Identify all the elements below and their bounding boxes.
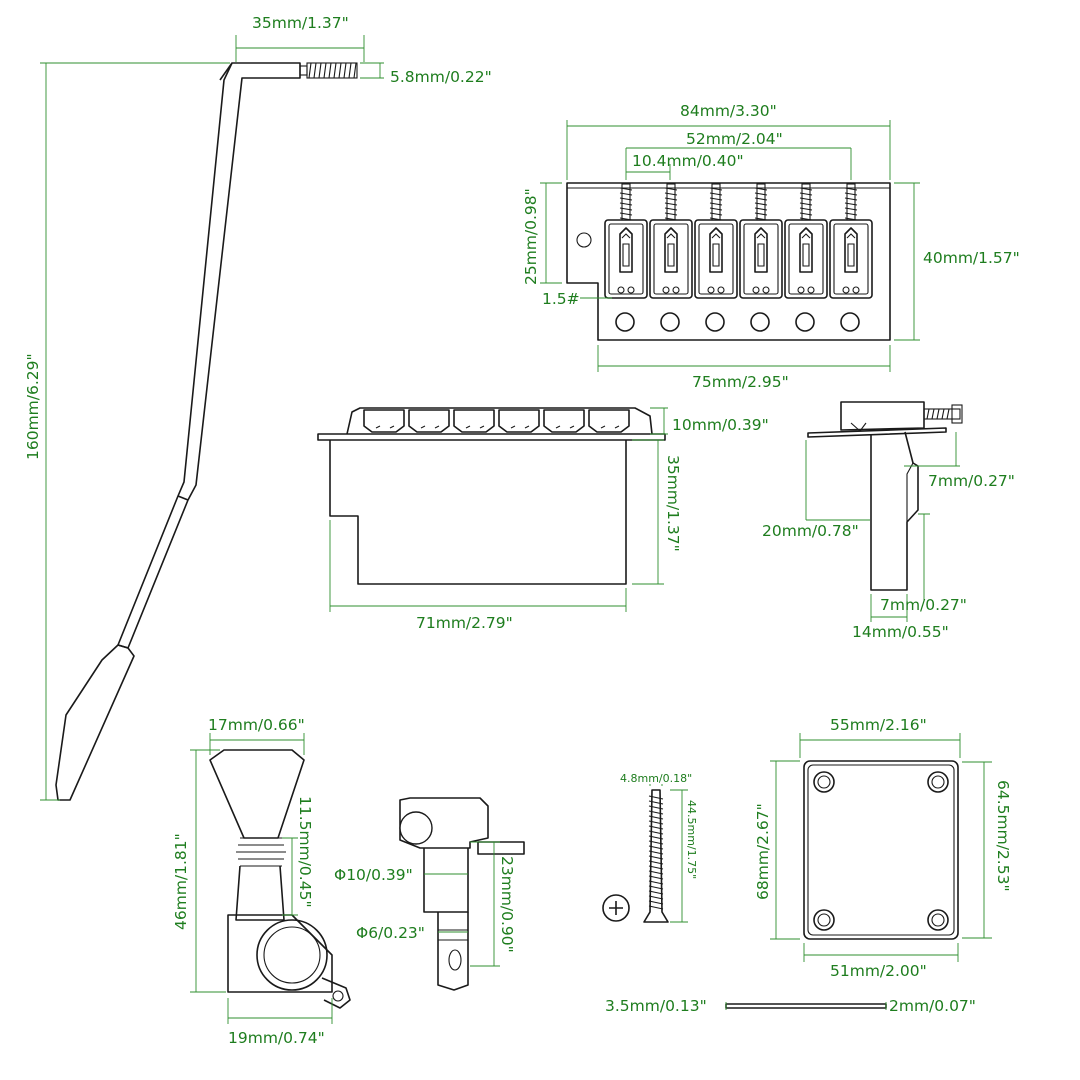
tuner-gear-housing (256, 919, 328, 991)
base-holes (615, 312, 860, 332)
thickness-label: 2mm/0.07" (889, 997, 976, 1015)
front-saddle (408, 409, 450, 433)
bridge-side-view: 7mm/0.27" 20mm/0.78" 7mm/0.27" 14mm/0.55… (762, 401, 1015, 641)
button-height-label: 11.5mm/0.45" (296, 796, 314, 908)
plate-outer-height-label: 68mm/2.67" (754, 803, 772, 900)
front-saddle (498, 409, 540, 433)
mount-hole (576, 232, 592, 248)
tuner-button (209, 749, 305, 839)
saddle-group (604, 183, 873, 299)
plate-hole-width-label: 51mm/2.00" (830, 962, 927, 980)
tuner-post: Φ10/0.39" Φ6/0.23" 23mm/0.90" (334, 797, 525, 991)
front-saddles (363, 409, 630, 433)
gasket-width-label: 3.5mm/0.13" (605, 997, 707, 1015)
arm-thread-label: 5.8mm/0.22" (390, 68, 492, 86)
arm-length-label: 160mm/6.29" (24, 353, 42, 460)
saddle (694, 183, 738, 299)
block-width-label: 71mm/2.79" (416, 614, 513, 632)
saddle (784, 183, 828, 299)
saddle (829, 183, 873, 299)
arm-top-width-label: 35mm/1.37" (252, 14, 349, 32)
tremolo-arm: 35mm/1.37" 5.8mm/0.22" 160mm/6.29" (24, 14, 492, 801)
post-height-label: 23mm/0.90" (498, 856, 516, 953)
post-diameter-label: Φ6/0.23" (356, 924, 425, 942)
block-drop-label: 20mm/0.78" (762, 522, 859, 540)
front-saddle (543, 409, 585, 433)
string-hole (795, 312, 815, 332)
saddle-span-label: 52mm/2.04" (686, 130, 783, 148)
string-hole (615, 312, 635, 332)
saddle-height-label: 10mm/0.39" (672, 416, 769, 434)
front-saddle (453, 409, 495, 433)
bridge-width-label: 84mm/3.30" (680, 102, 777, 120)
front-saddle (363, 409, 405, 433)
neck-plate: 55mm/2.16" 68mm/2.67" 64.5mm/2.53" 51mm/… (754, 716, 1012, 980)
front-saddle (588, 409, 630, 433)
tuner-height-label: 46mm/1.81" (172, 833, 190, 930)
base-width-label-tuner: 19mm/0.74" (228, 1029, 325, 1047)
tuner-side: 17mm/0.66" 11.5mm/0.45" 46mm/1.81" 19mm/… (172, 716, 351, 1047)
arm-thread (299, 62, 358, 79)
bridge-front-view: 10mm/0.39" 35mm/1.37" 71mm/2.79" (317, 407, 769, 632)
screw: 4.8mm/0.18" 44.5mm/1.75" (602, 772, 698, 923)
string-hole (705, 312, 725, 332)
arm-tip (55, 644, 135, 801)
string-hole (750, 312, 770, 332)
screw-offset-label: 7mm/0.27" (928, 472, 1015, 490)
bridge-top-view: 84mm/3.30" 52mm/2.04" 10.4mm/0.40" 25mm/… (522, 102, 1020, 391)
neck-plate-holes (813, 771, 949, 931)
string-spacing-label: 10.4mm/0.40" (632, 152, 744, 170)
base-width-label: 75mm/2.95" (692, 373, 789, 391)
bottom-depth-label: 7mm/0.27" (880, 596, 967, 614)
neck-plate-gasket: 3.5mm/0.13" 2mm/0.07" (605, 997, 976, 1015)
saddle (604, 183, 648, 299)
button-width-label: 17mm/0.66" (208, 716, 305, 734)
side-screw (923, 404, 963, 424)
screw-head-label: 4.8mm/0.18" (620, 772, 692, 785)
string-hole (660, 312, 680, 332)
plate-top-width-label: 55mm/2.16" (830, 716, 927, 734)
string-hole (840, 312, 860, 332)
bushing-diameter-label: Φ10/0.39" (334, 866, 413, 884)
plate-depth-label: 25mm/0.98" (522, 188, 540, 285)
hex-key-label: 1.5# (542, 290, 580, 308)
saddle (649, 183, 693, 299)
total-depth-label: 40mm/1.57" (923, 249, 1020, 267)
screw-head-icon (602, 894, 630, 922)
block-height-label: 35mm/1.37" (664, 455, 682, 552)
screw-length-label: 44.5mm/1.75" (685, 800, 698, 879)
block-depth-label: 14mm/0.55" (852, 623, 949, 641)
saddle (739, 183, 783, 299)
plate-hole-height-label: 64.5mm/2.53" (994, 780, 1012, 892)
